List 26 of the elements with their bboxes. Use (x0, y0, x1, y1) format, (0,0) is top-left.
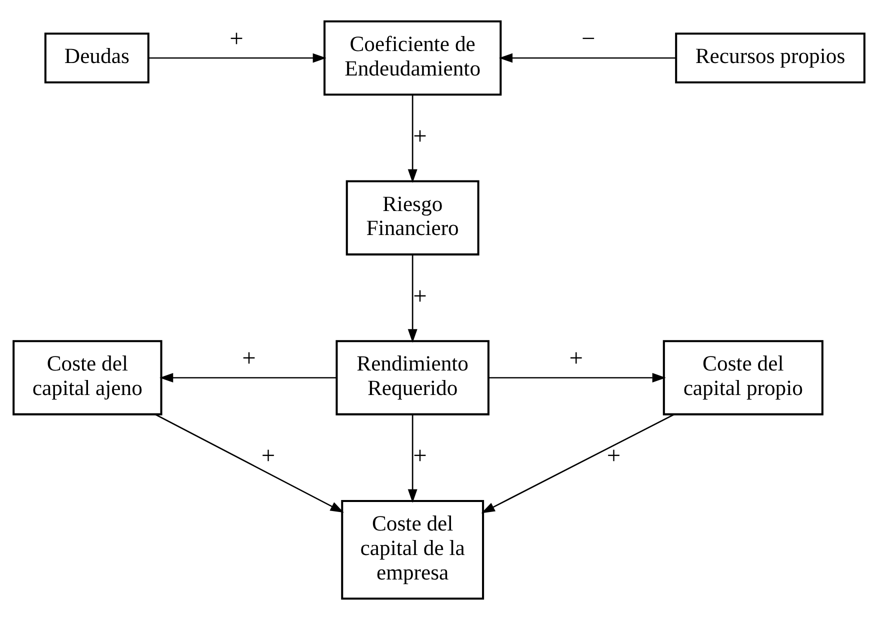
arrow (154, 414, 344, 513)
node-box: Deudas (44, 32, 150, 84)
node-box: Coste del capital ajeno (12, 340, 162, 416)
arrow (160, 373, 336, 382)
edge-label: + (242, 345, 256, 372)
arrow (148, 53, 326, 63)
arrow (408, 254, 418, 343)
arrow (481, 414, 675, 514)
arrow (498, 53, 676, 63)
edge-label: + (261, 442, 276, 470)
edge-label: + (606, 442, 621, 470)
node-box: Rendimiento Requerido (336, 340, 490, 416)
node-box: Coeficiente de Endeudamiento (324, 20, 502, 96)
arrow (488, 373, 666, 382)
edge-label: + (413, 282, 427, 310)
node-box: Recursos propios (675, 32, 866, 84)
edge-label: + (569, 345, 584, 372)
arrow (408, 414, 418, 503)
node-box: Coste del capital propio (662, 340, 824, 416)
arrow (408, 94, 418, 183)
node-box: Coste del capital de la empresa (341, 500, 484, 600)
edge-label: + (230, 25, 244, 52)
edge-label: + (413, 122, 427, 150)
edge-label: − (581, 25, 596, 52)
edge-label: + (413, 442, 427, 470)
node-box: Riesgo Financiero (346, 180, 480, 256)
